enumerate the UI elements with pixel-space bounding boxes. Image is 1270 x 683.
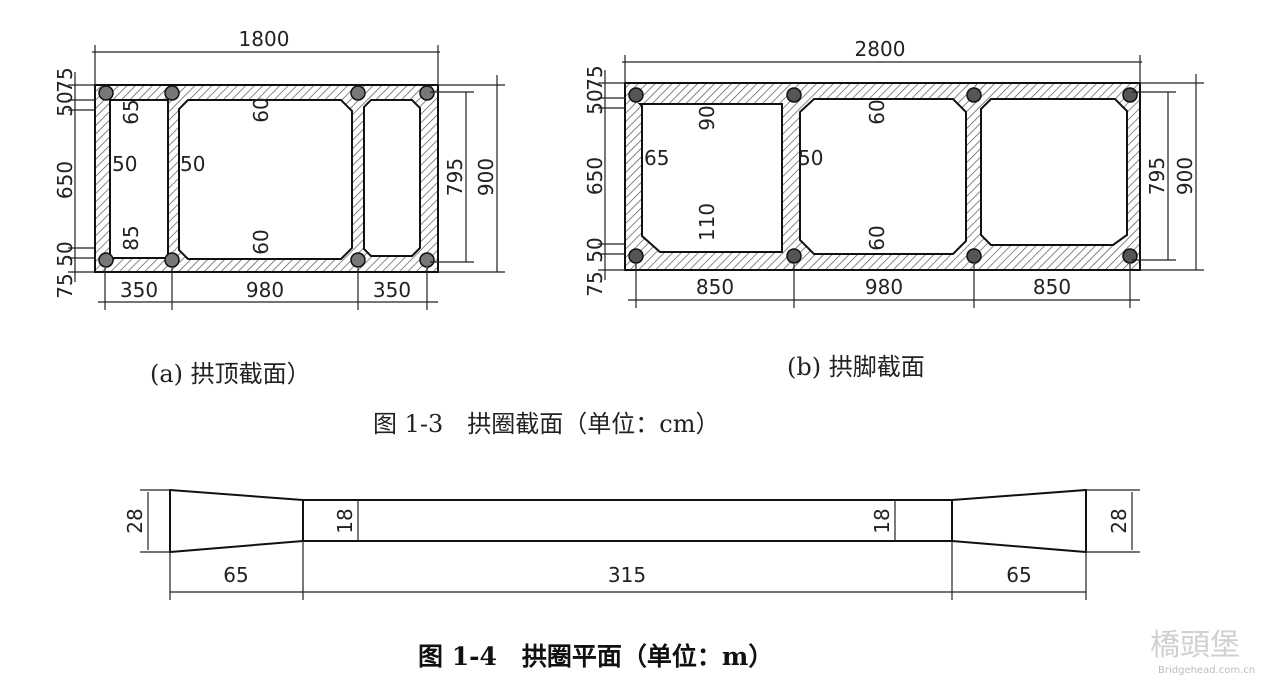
section-a-void-middle: [178, 99, 353, 260]
figure-1-4-caption: 图 1-4 拱圈平面（单位：m）: [418, 642, 773, 671]
section-b-bottom-980: 980: [865, 275, 903, 299]
rebar-circle: [966, 87, 982, 103]
rebar-circle: [628, 248, 644, 264]
rebar-circle: [98, 85, 114, 101]
section-a-thick-50-mid: 50: [180, 152, 205, 176]
rebar-circle: [350, 85, 366, 101]
section-b-label: (b) 拱脚截面: [787, 353, 925, 381]
rebar-circle: [419, 252, 435, 268]
arch-plan-outline: [169, 488, 1087, 554]
section-b-void-right: [980, 98, 1128, 246]
section-b-thick-60-bottom: 60: [865, 225, 889, 250]
plan-left-width: 28: [123, 508, 147, 533]
section-a-thick-50-left: 50: [112, 152, 137, 176]
section-b-total-height: 900: [1173, 157, 1197, 195]
section-b-thick-90: 90: [695, 105, 719, 130]
section-a-dim-50-top: 50: [53, 91, 77, 116]
section-b-dim-50-bottom: 50: [583, 237, 607, 262]
section-a: 1800 75 50 650 50 75 795 900 350 980 350: [53, 27, 505, 388]
rebar-circle: [628, 87, 644, 103]
section-a-rebars: [98, 85, 435, 268]
rebar-circle: [1122, 87, 1138, 103]
section-a-total-height: 900: [474, 158, 498, 196]
rebar-circle: [164, 85, 180, 101]
arch-plan: 28 18 18 28 65 315 65: [123, 488, 1140, 600]
plan-length-left: 65: [223, 563, 248, 587]
section-b-bottom-850-left: 850: [696, 275, 734, 299]
figure-1-3-caption: 图 1-3 拱圈截面（单位：cm）: [373, 410, 719, 438]
section-b-void-left: [637, 103, 783, 253]
plan-right-width: 28: [1107, 508, 1131, 533]
section-b-thick-110: 110: [695, 203, 719, 241]
section-b-thick-60-top: 60: [865, 99, 889, 124]
section-b-dim-75-top: 75: [583, 65, 607, 90]
rebar-circle: [98, 252, 114, 268]
section-b-dim-75-bottom: 75: [583, 271, 607, 296]
section-a-dim-650: 650: [53, 161, 77, 199]
section-a-dim-75-top: 75: [53, 67, 77, 92]
plan-mid-width-right: 18: [870, 508, 894, 533]
rebar-circle: [419, 85, 435, 101]
section-a-bottom-980: 980: [246, 278, 284, 302]
section-a-label: (a) 拱顶截面）: [150, 360, 311, 388]
section-b-void-middle: [799, 98, 967, 255]
section-b-dim-650: 650: [583, 157, 607, 195]
section-b-width-label: 2800: [855, 37, 906, 61]
section-b-rebars: [628, 87, 1138, 264]
plan-length-right: 65: [1006, 563, 1031, 587]
watermark-logo: 橋頭堡: [1150, 628, 1240, 663]
section-b-thick-65: 65: [644, 146, 669, 170]
section-b-thick-50: 50: [798, 146, 823, 170]
plan-mid-width-left: 18: [333, 508, 357, 533]
section-a-void-right: [363, 99, 421, 257]
section-b-dim-50-top: 50: [583, 89, 607, 114]
watermark-url: Bridgehead.com.cn: [1158, 665, 1255, 676]
section-b: 2800 75 50 650 50 75 795 900 850 980 850…: [583, 37, 1204, 381]
section-a-dim-50-bottom: 50: [53, 241, 77, 266]
section-a-inner-height: 795: [443, 158, 467, 196]
rebar-circle: [164, 252, 180, 268]
section-a-width-label: 1800: [239, 27, 290, 51]
section-b-inner-height: 795: [1145, 157, 1169, 195]
section-b-bottom-850-right: 850: [1033, 275, 1071, 299]
plan-length-middle: 315: [608, 563, 646, 587]
section-a-thick-85: 85: [119, 225, 143, 250]
rebar-circle: [966, 248, 982, 264]
section-a-thick-65: 65: [119, 99, 143, 124]
section-a-bottom-350-left: 350: [120, 278, 158, 302]
section-a-thick-60-bottom: 60: [249, 229, 273, 254]
rebar-circle: [786, 87, 802, 103]
section-a-bottom-350-right: 350: [373, 278, 411, 302]
rebar-circle: [1122, 248, 1138, 264]
section-a-thick-60-top: 60: [249, 97, 273, 122]
rebar-circle: [786, 248, 802, 264]
rebar-circle: [350, 252, 366, 268]
section-a-dim-75-bottom: 75: [53, 273, 77, 298]
